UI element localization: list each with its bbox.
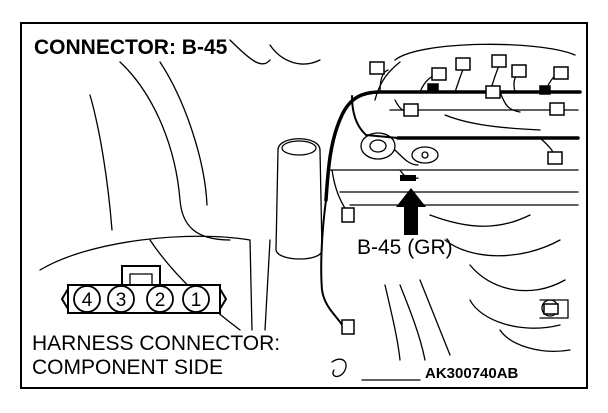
component-side-caption: COMPONENT SIDE (32, 356, 223, 379)
pointer-arrow (396, 188, 426, 235)
pin-4-socket (73, 285, 101, 313)
small-connectors (341, 54, 569, 335)
figure-code: AK300740AB (425, 365, 519, 382)
pin-label: 4 (82, 290, 93, 311)
harness-connector-face: 4 3 2 1 (60, 265, 228, 314)
connector-callout-label: B-45 (GR) (357, 236, 453, 259)
connector-title: CONNECTOR: B-45 (34, 36, 228, 59)
pin-label: 1 (191, 290, 202, 311)
pin-1-socket (182, 285, 210, 313)
harness-connector-caption: HARNESS CONNECTOR: (32, 332, 281, 355)
b45-connector (400, 175, 416, 181)
pin-label: 2 (155, 290, 166, 311)
figure-frame (20, 22, 588, 389)
pin-2-socket (146, 285, 174, 313)
pin-label: 3 (116, 290, 127, 311)
wire-harness (320, 62, 582, 331)
pin-3-socket (107, 285, 135, 313)
